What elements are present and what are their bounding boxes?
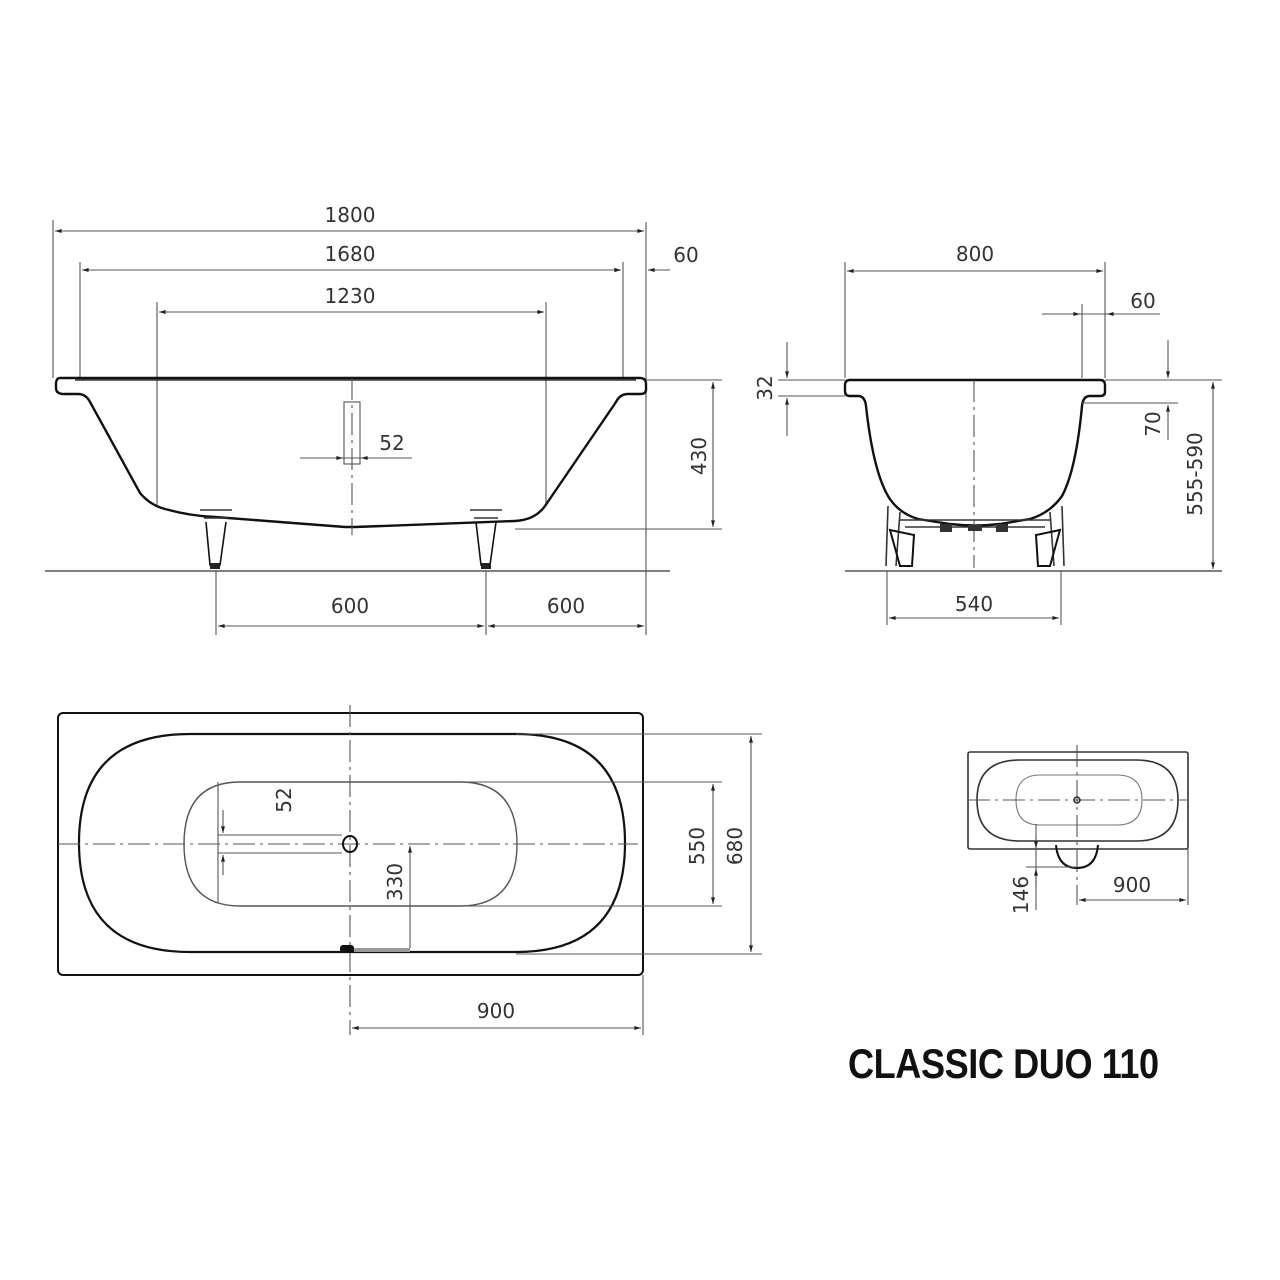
dim-leg-to-end: 600: [547, 594, 585, 618]
dim-small-center-to-end: 900: [1113, 873, 1151, 897]
dim-rim-thickness: 32: [753, 375, 777, 400]
side-view: 800 60 32 70 555-590: [753, 242, 1222, 625]
dim-side-rim-width: 60: [1130, 289, 1155, 313]
leg-left: [200, 509, 232, 569]
side-leg-frame: [885, 505, 1065, 567]
dim-side-leg-spacing: 540: [955, 592, 993, 616]
product-title: CLASSIC DUO 110: [848, 1040, 1159, 1087]
dim-drain-diameter: 52: [379, 431, 404, 455]
dim-drain-to-edge: 330: [383, 863, 407, 901]
dim-overall-length: 1800: [325, 203, 376, 227]
dim-side-overall-width: 800: [956, 242, 994, 266]
dim-rim-width: 60: [673, 243, 698, 267]
dim-leg-spacing: 600: [331, 594, 369, 618]
top-view: 52 330 550 680 900: [57, 705, 762, 1035]
dim-rim-depth: 70: [1141, 411, 1165, 436]
dim-height-range: 555-590: [1183, 432, 1207, 516]
front-view: 1800 1680 60 1230 52 430 600 600: [45, 203, 722, 635]
dim-inner-width: 550: [685, 827, 709, 865]
dim-top-drain-offset: 52: [272, 787, 296, 812]
dim-top-center-to-end: 900: [477, 999, 515, 1023]
dim-outer-width: 680: [723, 827, 747, 865]
leg-right: [470, 509, 502, 569]
dim-depth: 430: [687, 437, 711, 475]
dim-bottom-length: 1230: [325, 284, 376, 308]
small-top-view: 146 900: [967, 745, 1189, 914]
dim-overflow-offset: 146: [1009, 876, 1033, 914]
dim-inner-length: 1680: [325, 242, 376, 266]
